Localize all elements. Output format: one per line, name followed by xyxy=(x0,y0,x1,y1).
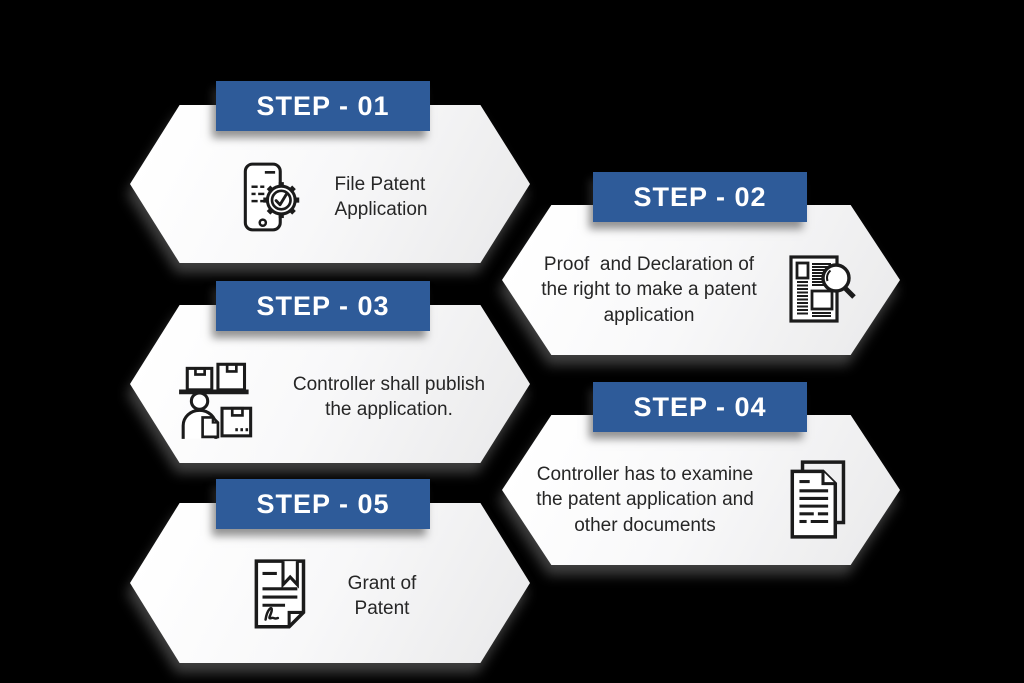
step-01-content: File Patent Application xyxy=(130,105,530,263)
step-04-label: STEP - 04 xyxy=(633,391,767,422)
step-05-banner: STEP - 05 xyxy=(216,479,430,529)
phone-gear-check-icon xyxy=(243,162,299,232)
step-01-description: File Patent Application xyxy=(334,173,428,220)
step-05: STEP - 05 Grant of Patent xyxy=(130,479,530,663)
hexagon-shape xyxy=(130,105,530,263)
step-01-label: STEP - 01 xyxy=(256,90,390,121)
step-02-content: Proof and Declaration of the right to ma… xyxy=(502,205,900,355)
step-04-banner: STEP - 04 xyxy=(593,382,807,432)
step-02-banner: STEP - 02 xyxy=(593,172,807,222)
step-02-label: STEP - 02 xyxy=(633,181,767,212)
step-04-content: Controller has to examine the patent app… xyxy=(502,415,900,565)
step-03: STEP - 03 Controller shall publish the a… xyxy=(130,281,530,463)
hexagon-shape xyxy=(130,503,530,663)
newspaper-magnifier-icon xyxy=(789,255,856,323)
person-boxes-icon xyxy=(178,362,253,439)
documents-stack-icon xyxy=(790,460,846,539)
step-05-content: Grant of Patent xyxy=(130,503,530,663)
step-05-description: Grant of Patent xyxy=(347,572,417,619)
step-03-content: Controller shall publish the application… xyxy=(130,305,530,463)
step-04: STEP - 04 Controller has to examine the … xyxy=(502,382,900,565)
step-01-banner: STEP - 01 xyxy=(216,81,430,131)
certificate-signature-icon xyxy=(254,559,305,629)
step-03-banner: STEP - 03 xyxy=(216,281,430,331)
step-04-description: Controller has to examine the patent app… xyxy=(536,463,754,536)
step-03-description: Controller shall publish the application… xyxy=(292,373,486,420)
step-03-label: STEP - 03 xyxy=(256,290,390,321)
step-05-label: STEP - 05 xyxy=(256,488,390,519)
step-02-description: Proof and Declaration of the right to ma… xyxy=(541,253,757,326)
step-01: STEP - 01 File Pa xyxy=(130,81,530,263)
step-02: STEP - 02 Proof and Declaration of the r… xyxy=(502,172,900,355)
